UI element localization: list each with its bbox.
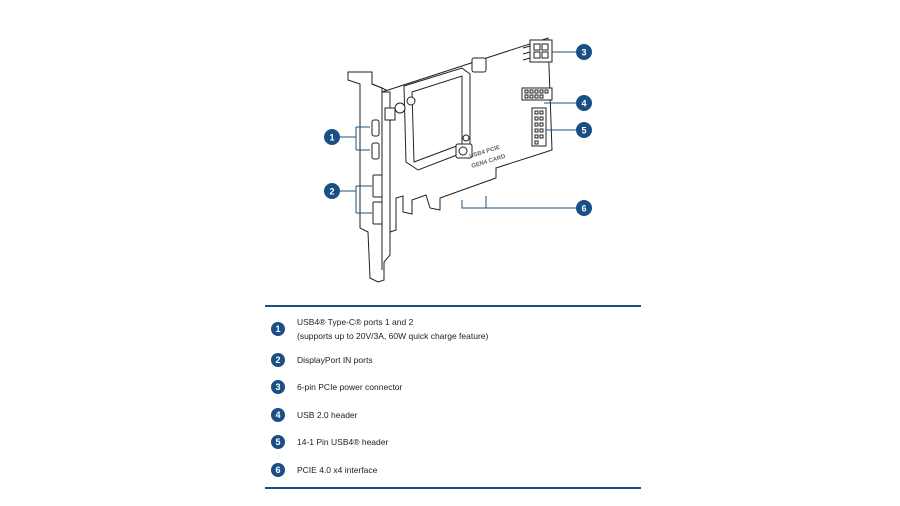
callout-badge-3: 3 <box>576 44 592 60</box>
heatsink <box>403 67 471 171</box>
legend-badge-2: 2 <box>271 352 285 367</box>
usb-c-port-2 <box>371 142 380 160</box>
svg-text:4: 4 <box>581 99 586 109</box>
usb2-header <box>521 87 553 101</box>
legend-table: 1 USB4® Type-C® ports 1 and 2 (supports … <box>265 305 641 489</box>
legend-row-6: 6 PCIE 4.0 x4 interface <box>265 456 641 484</box>
legend-sublabel-1: (supports up to 20V/3A, 60W quick charge… <box>297 330 489 341</box>
components <box>384 57 487 159</box>
usb-c-port-1 <box>371 119 380 137</box>
legend-badge-3: 3 <box>271 380 285 395</box>
legend-badge-1: 1 <box>271 321 285 336</box>
card-diagram: USB4 PCIE GEN4 CARD <box>324 37 592 283</box>
legend-label-2: DisplayPort IN ports <box>297 354 373 365</box>
svg-text:5: 5 <box>581 126 586 136</box>
callout-badge-1: 1 <box>324 129 340 145</box>
callout-badge-2: 2 <box>324 183 340 199</box>
legend-label-5: 14-1 Pin USB4® header <box>297 437 389 448</box>
legend-label-1: USB4® Type-C® ports 1 and 2 <box>297 316 414 327</box>
legend-row-2: 2 DisplayPort IN ports <box>265 346 641 374</box>
callout-badge-6: 6 <box>576 200 592 216</box>
svg-text:2: 2 <box>329 187 334 197</box>
pcie-power-connector <box>522 39 553 63</box>
legend-label-3: 6-pin PCIe power connector <box>297 382 403 393</box>
legend-desc-1: USB4® Type-C® ports 1 and 2 (supports up… <box>297 315 488 343</box>
legend-row-1: 1 USB4® Type-C® ports 1 and 2 (supports … <box>265 311 641 346</box>
svg-text:1: 1 <box>329 133 334 143</box>
legend-badge-6: 6 <box>271 462 285 477</box>
callout-badge-4: 4 <box>576 95 592 111</box>
legend-label-6: PCIE 4.0 x4 interface <box>297 464 378 475</box>
usb4-header <box>531 107 547 147</box>
bracket-ports <box>371 119 383 225</box>
svg-text:6: 6 <box>581 204 586 214</box>
legend-row-3: 3 6-pin PCIe power connector <box>265 374 641 402</box>
leader-lines <box>340 51 576 214</box>
pcie-bracket <box>347 71 391 283</box>
callout-badge-5: 5 <box>576 122 592 138</box>
legend-row-4: 4 USB 2.0 header <box>265 401 641 429</box>
legend-badge-4: 4 <box>271 407 285 422</box>
legend-row-5: 5 14-1 Pin USB4® header <box>265 429 641 457</box>
legend-badge-5: 5 <box>271 435 285 450</box>
displayport-in-2 <box>372 201 383 225</box>
svg-text:3: 3 <box>581 48 586 58</box>
displayport-in-1 <box>372 174 383 198</box>
legend-label-4: USB 2.0 header <box>297 409 358 420</box>
